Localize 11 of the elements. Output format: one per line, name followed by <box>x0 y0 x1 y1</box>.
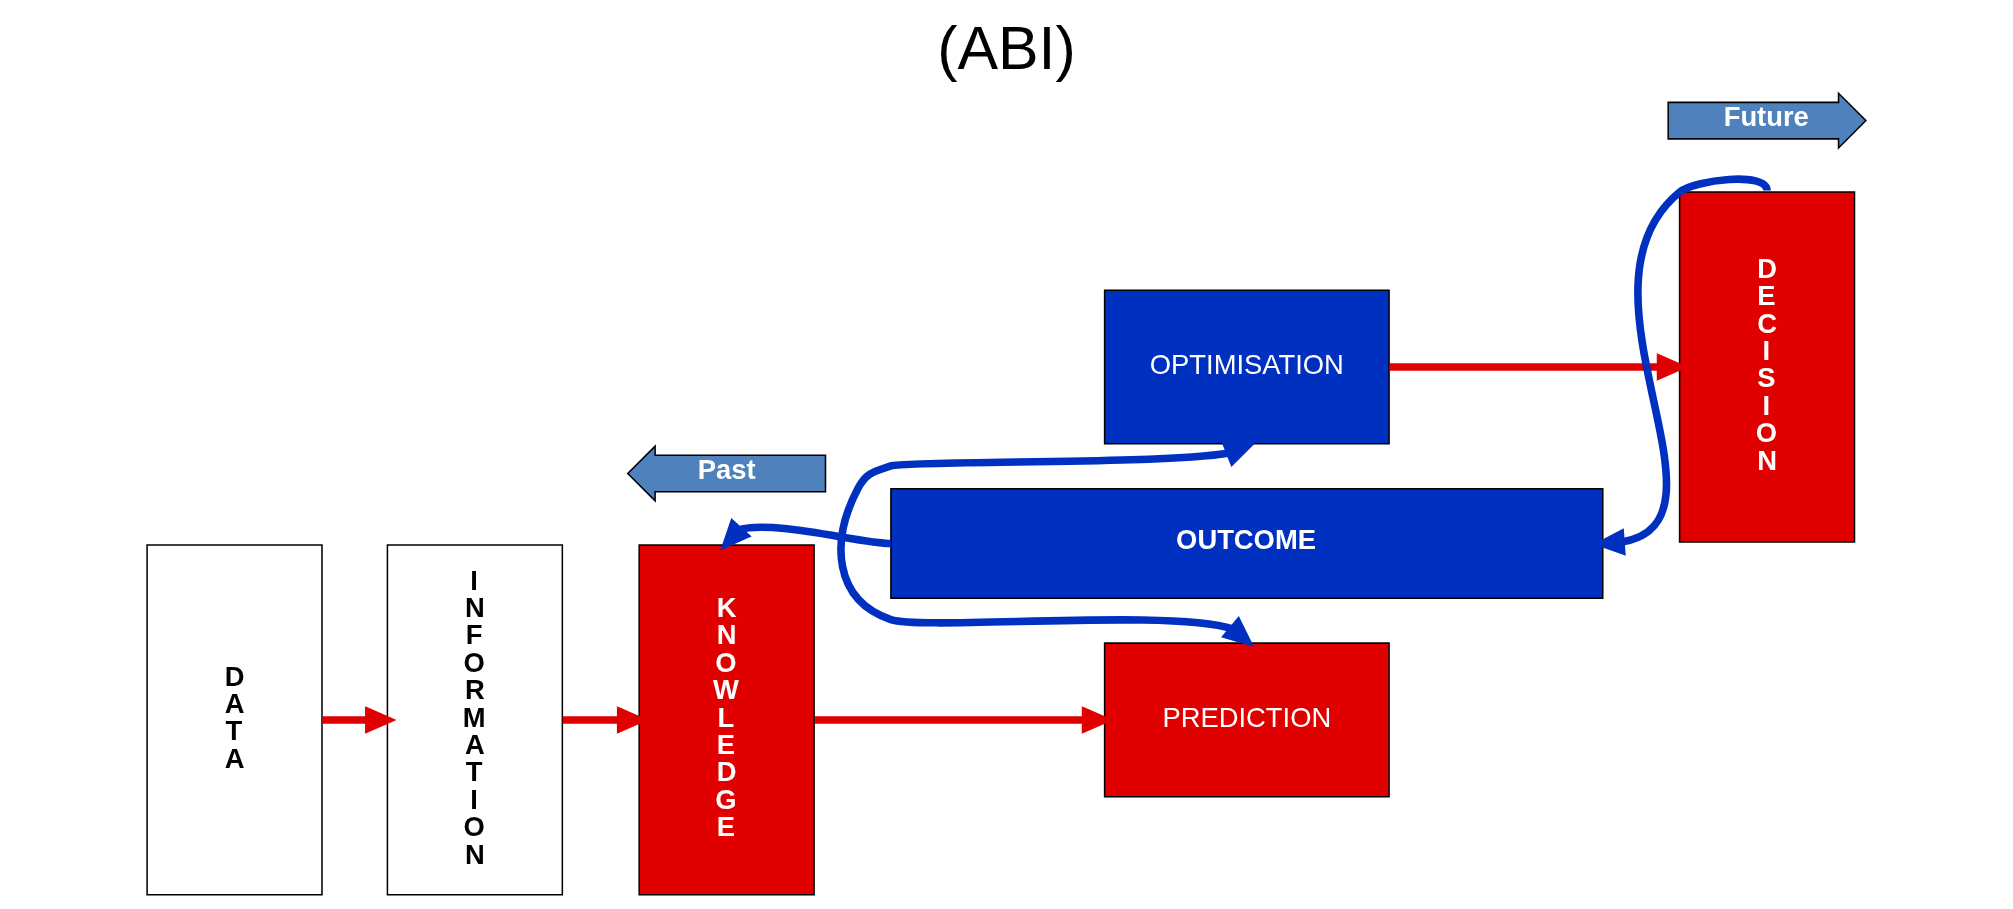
node-box: PREDICTION <box>1103 642 1390 798</box>
arrow <box>837 441 1256 647</box>
node-box: OPTIMISATION <box>1103 289 1390 445</box>
diagram-title: (ABI) <box>937 13 1076 82</box>
node-box: DECISION <box>1678 191 1856 543</box>
arrow <box>322 706 397 734</box>
node-box: DATA <box>146 544 323 896</box>
arrow <box>720 517 892 551</box>
node-box: INFORMATION <box>386 544 564 896</box>
node-box: OUTCOME <box>890 487 1604 599</box>
node-box: KNOWLEDGE <box>638 544 815 896</box>
